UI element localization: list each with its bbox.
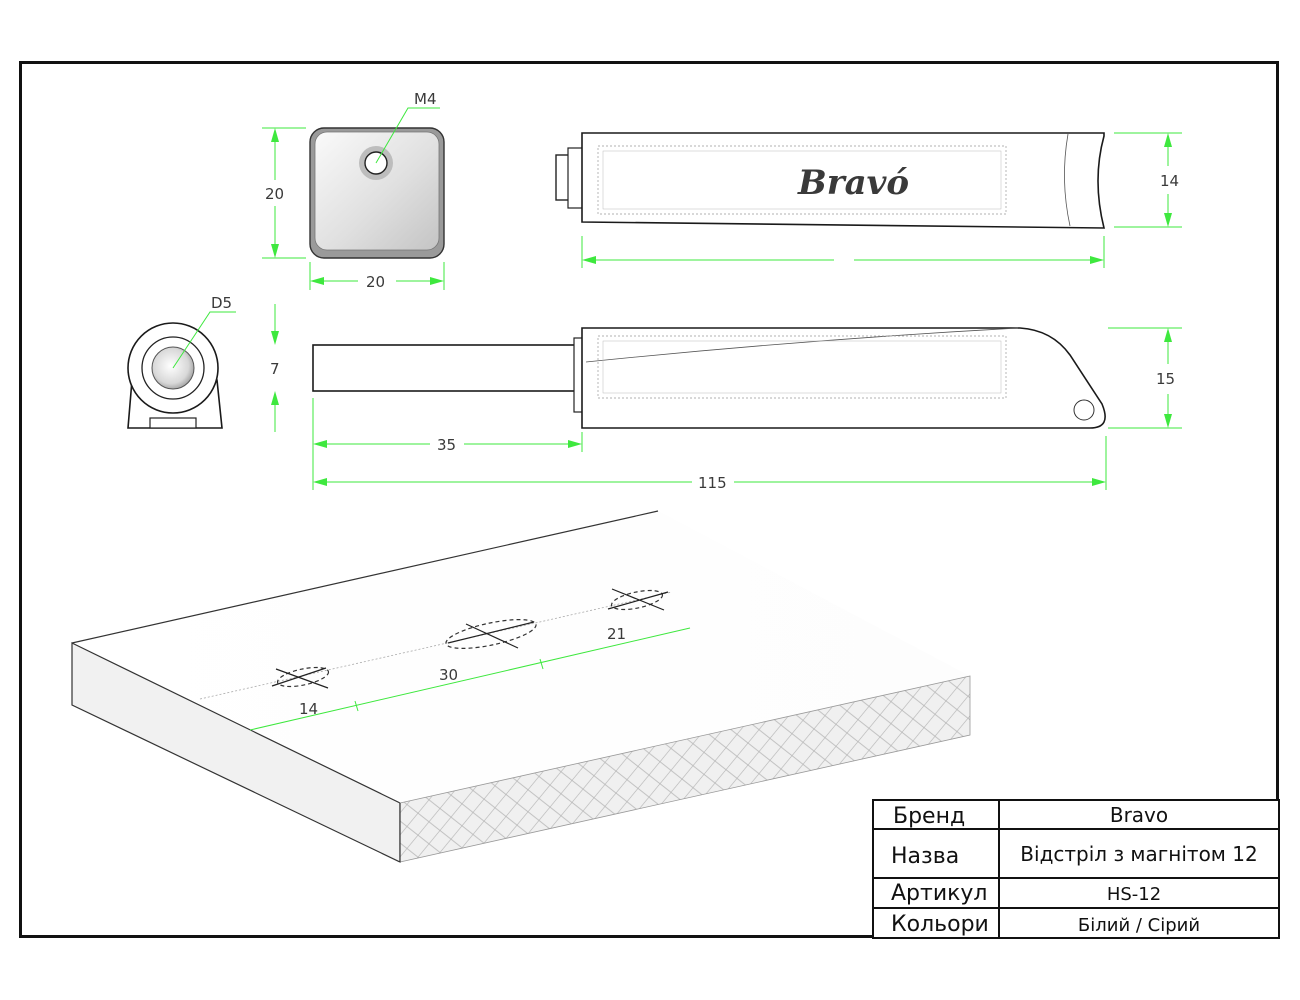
title-block-colors-value: Білий / Сірий (1078, 915, 1200, 936)
title-block: Бренд Bravo Назва Відстріл з магнітом 12… (872, 799, 1280, 939)
dim-thread: M4 (414, 90, 437, 108)
drill-mark-2 (445, 619, 537, 649)
drill-mark-3 (607, 588, 669, 611)
side-plunger (312, 344, 584, 392)
top-view: Bravó 14 (555, 132, 1182, 268)
dim-plunger-diameter: 7 (270, 360, 280, 378)
title-block-name-label: Назва (891, 844, 959, 869)
title-block-brand-value: Bravo (1110, 803, 1168, 827)
dim-plunger-length: 35 (437, 436, 456, 454)
drill-mark-1 (271, 666, 330, 689)
dim-spacing-3: 21 (607, 625, 626, 643)
title-block-article-label: Артикул (891, 881, 988, 906)
front-face-view: M4 20 20 (262, 90, 445, 291)
end-view: D5 (127, 294, 236, 429)
title-block-colors-label: Кольори (891, 912, 989, 937)
title-block-article-value: HS-12 (1107, 884, 1161, 905)
dim-total-length: 115 (698, 474, 727, 492)
dim-face-width: 20 (366, 273, 385, 291)
drawing-frame (19, 61, 1279, 938)
dim-spacing-2: 30 (439, 666, 458, 684)
brand-logo: Bravó (797, 163, 909, 203)
panel-isometric: 14 30 21 (71, 510, 971, 863)
top-body (581, 132, 1106, 229)
title-block-brand-label: Бренд (893, 804, 965, 829)
dim-bore: D5 (211, 294, 232, 312)
dim-body-height: 14 (1160, 172, 1179, 190)
dim-spacing-1: 14 (299, 700, 318, 718)
dim-housing-height: 15 (1156, 370, 1175, 388)
face-plate-surface (314, 131, 440, 251)
side-view: 7 15 35 115 (270, 304, 1182, 492)
side-housing (581, 327, 1106, 429)
title-block-name-value: Відстріл з магнітом 12 (1020, 842, 1257, 866)
dim-face-height: 20 (265, 185, 284, 203)
pivot-hole (1073, 399, 1095, 421)
